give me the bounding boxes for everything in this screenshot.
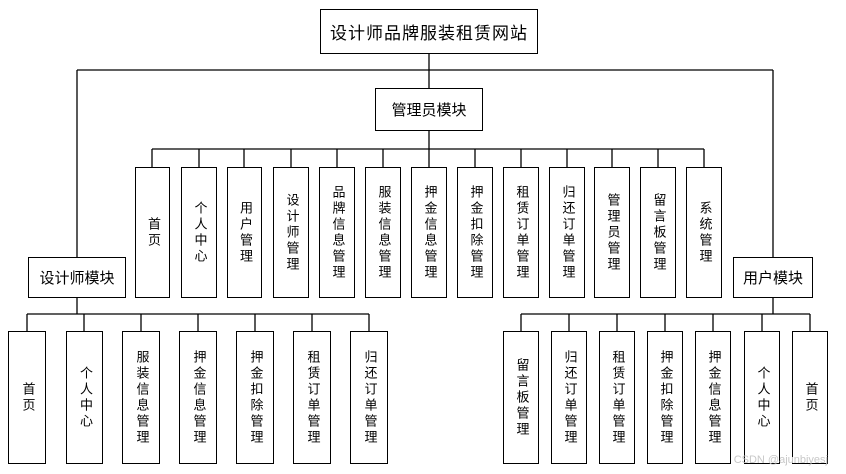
admin-module-node: 管理员模块 [375, 88, 483, 131]
user-item: 个人中心 [744, 331, 780, 464]
admin-item: 用户管理 [227, 167, 262, 298]
designer-item: 归还订单管理 [350, 331, 388, 464]
watermark: CSDN @ajunbiyesj [733, 454, 828, 466]
admin-item: 首页 [135, 167, 170, 298]
user-item: 留言板管理 [503, 331, 539, 464]
designer-module-node: 设计师模块 [28, 257, 126, 298]
user-item: 归还订单管理 [551, 331, 587, 464]
designer-item: 服装信息管理 [122, 331, 160, 464]
admin-item: 设计师管理 [273, 167, 309, 298]
root-node: 设计师品牌服装租赁网站 [320, 9, 538, 54]
root-label: 设计师品牌服装租赁网站 [330, 24, 528, 44]
admin-item: 管理员管理 [594, 167, 630, 298]
admin-item: 服装信息管理 [365, 167, 401, 298]
designer-module-label: 设计师模块 [39, 269, 115, 287]
designer-item: 租赁订单管理 [293, 331, 331, 464]
user-module-label: 用户模块 [742, 269, 803, 287]
admin-module-label: 管理员模块 [391, 101, 467, 119]
admin-item: 系统管理 [686, 167, 722, 298]
designer-item: 首页 [8, 331, 46, 464]
user-module-node: 用户模块 [733, 257, 813, 298]
designer-item: 个人中心 [66, 331, 103, 464]
admin-item: 留言板管理 [640, 167, 676, 298]
admin-item: 归还订单管理 [549, 167, 585, 298]
admin-item: 个人中心 [181, 167, 217, 298]
admin-item: 押金扣除管理 [457, 167, 493, 298]
user-item: 押金扣除管理 [647, 331, 683, 464]
admin-item: 品牌信息管理 [319, 167, 355, 298]
designer-item: 押金扣除管理 [236, 331, 274, 464]
admin-item: 租赁订单管理 [503, 167, 539, 298]
designer-item: 押金信息管理 [179, 331, 217, 464]
admin-item: 押金信息管理 [411, 167, 447, 298]
user-item: 押金信息管理 [695, 331, 731, 464]
user-item: 租赁订单管理 [599, 331, 635, 464]
user-item: 首页 [792, 331, 828, 464]
